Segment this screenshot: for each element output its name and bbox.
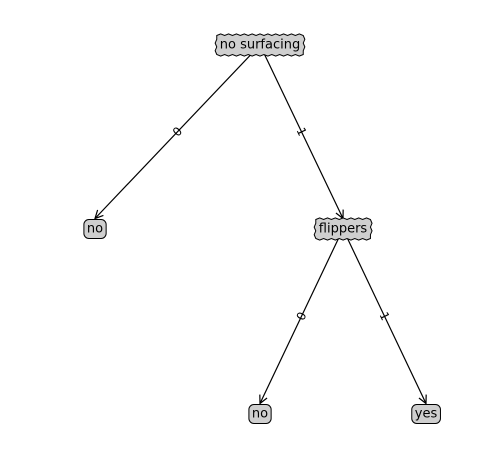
- decision-node-box: [214, 33, 306, 57]
- edge-label: 1: [377, 310, 393, 323]
- edge-arrow: [259, 44, 343, 219]
- decision-node: flippers: [313, 217, 373, 241]
- decision-node: no surfacing: [214, 33, 306, 57]
- leaf-node-box: [83, 219, 107, 239]
- leaf-node-label: yes: [415, 407, 438, 422]
- decision-node-label: no surfacing: [220, 38, 300, 53]
- nodes-layer: no surfacing no flippers no yes: [83, 33, 441, 424]
- edge-arrow: [260, 228, 344, 404]
- leaf-node: yes: [411, 404, 441, 424]
- leaf-node-box: [248, 404, 272, 424]
- edge-label: 1: [294, 125, 310, 138]
- edge-arrow: [95, 44, 261, 219]
- decision-node-box: [313, 217, 373, 241]
- leaf-node: no: [83, 219, 107, 239]
- leaf-node-box: [411, 404, 441, 424]
- leaf-node-label: no: [252, 407, 268, 422]
- leaf-node: no: [248, 404, 272, 424]
- decision-node-label: flippers: [319, 222, 368, 237]
- edge-label: 0: [294, 310, 310, 323]
- leaf-node-label: no: [87, 222, 103, 237]
- edge-arrow: [342, 228, 426, 404]
